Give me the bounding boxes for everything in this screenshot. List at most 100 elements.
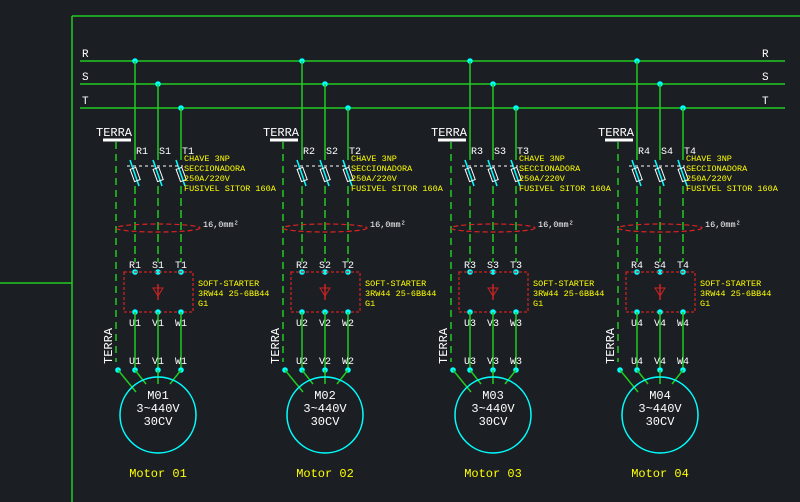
soft-starter-description: G1 <box>198 299 208 309</box>
fuse-icon <box>631 166 643 183</box>
input-terminal-label: T3 <box>517 147 529 158</box>
ground-lead <box>117 369 137 393</box>
motor-name: Motor 01 <box>129 467 187 481</box>
motor-terminal-label: V1 <box>152 357 164 368</box>
soft-input-label: R2 <box>296 261 308 272</box>
switch-blade <box>129 159 140 187</box>
soft-input-label: T4 <box>677 261 689 272</box>
motor-power: 30CV <box>311 415 341 429</box>
motor-terminal-label: W4 <box>677 357 689 368</box>
bus-label-left-r: R <box>82 49 89 61</box>
switch-description: FUSIVEL SITOR 160A <box>686 184 779 194</box>
soft-input-label: T1 <box>175 261 187 272</box>
bus-label-right-r: R <box>762 49 769 61</box>
input-terminal-label: R3 <box>471 147 483 158</box>
switch-blade <box>631 159 642 187</box>
switch-blade <box>677 159 688 187</box>
motor-symbol <box>119 376 197 454</box>
soft-input-label: R3 <box>464 261 476 272</box>
input-terminal-label: S4 <box>661 147 673 158</box>
soft-starter-description: SOFT-STARTER <box>700 279 761 289</box>
motor-power: 30CV <box>144 415 174 429</box>
fuse-icon <box>487 166 499 183</box>
input-terminal-label: S1 <box>159 147 171 158</box>
motor-symbol <box>454 376 532 454</box>
motor-id: M03 <box>482 389 504 403</box>
switch-blade <box>342 159 353 187</box>
ground-label-vertical: TERRA <box>437 327 451 364</box>
cable-marker <box>282 223 368 233</box>
thyristor-symbol-icon <box>487 287 499 297</box>
ground-label-vertical: TERRA <box>102 327 116 364</box>
switch-blade <box>510 159 521 187</box>
switch-blade <box>487 159 498 187</box>
motor-lead <box>469 369 482 385</box>
soft-input-label: S3 <box>487 261 499 272</box>
motor-terminal-label: W2 <box>342 357 354 368</box>
bus-label-left-s: S <box>82 72 89 84</box>
switch-blade <box>152 159 163 187</box>
switch-blade <box>175 159 186 187</box>
switch-blade <box>296 159 307 187</box>
soft-starter-description: 3RW44 25-6BB44 <box>365 289 436 299</box>
switch-description: CHAVE 3NP <box>519 154 565 164</box>
cable-size-label: 16,0mm² <box>370 220 406 230</box>
motor-id: M04 <box>649 389 671 403</box>
cable-marker <box>115 223 201 233</box>
switch-description: FUSIVEL SITOR 160A <box>184 184 277 194</box>
fuse-icon <box>129 166 141 183</box>
soft-input-label: R4 <box>631 261 643 272</box>
motor-terminal-label: U1 <box>129 357 141 368</box>
input-terminal-label: T4 <box>684 147 696 158</box>
motor-id: M02 <box>314 389 336 403</box>
motor-voltage: 3~440V <box>303 402 347 416</box>
motor-voltage: 3~440V <box>638 402 682 416</box>
motor-lead <box>636 369 649 385</box>
switch-description: 250A/220V <box>519 174 566 184</box>
soft-starter-description: G1 <box>700 299 710 309</box>
thyristor-symbol-icon <box>319 287 331 297</box>
motor-lead <box>134 369 147 385</box>
motor-terminal-label: W1 <box>175 357 187 368</box>
bus-label-right-t: T <box>762 96 769 108</box>
soft-input-node <box>155 269 161 275</box>
bus-label-left-t: T <box>82 96 89 108</box>
bus-label-right-s: S <box>762 72 769 84</box>
ground-label: TERRA <box>431 126 468 140</box>
fuse-icon <box>152 166 164 183</box>
fuse-icon <box>464 166 476 183</box>
motor-terminal-label: U4 <box>631 357 643 368</box>
ground-label: TERRA <box>96 126 133 140</box>
motor-terminal-label: V3 <box>487 357 499 368</box>
motor-id: M01 <box>147 389 169 403</box>
fuse-icon <box>654 166 666 183</box>
switch-description: FUSIVEL SITOR 160A <box>519 184 612 194</box>
soft-starter-description: 3RW44 25-6BB44 <box>700 289 771 299</box>
fuse-icon <box>342 166 354 183</box>
input-terminal-label: R4 <box>638 147 650 158</box>
switch-description: SECCIONADORA <box>686 164 748 174</box>
cable-marker <box>450 223 536 233</box>
motor-symbol <box>621 376 699 454</box>
soft-starter-description: SOFT-STARTER <box>365 279 426 289</box>
ground-lead <box>619 369 639 393</box>
soft-starter-description: SOFT-STARTER <box>533 279 594 289</box>
thyristor-symbol-icon <box>152 287 164 297</box>
ground-lead <box>284 369 304 393</box>
soft-starter-box <box>123 271 194 313</box>
motor-terminal-label: V2 <box>319 357 331 368</box>
cable-size-label: 16,0mm² <box>705 220 741 230</box>
ground-label-vertical: TERRA <box>269 327 283 364</box>
switch-description: 250A/220V <box>351 174 398 184</box>
motor-name: Motor 04 <box>631 467 689 481</box>
fuse-icon <box>296 166 308 183</box>
soft-starter-description: 3RW44 25-6BB44 <box>198 289 269 299</box>
soft-starter-box <box>625 271 696 313</box>
switch-description: SECCIONADORA <box>184 164 246 174</box>
motor-lead <box>169 369 182 385</box>
motor-lead <box>301 369 314 385</box>
